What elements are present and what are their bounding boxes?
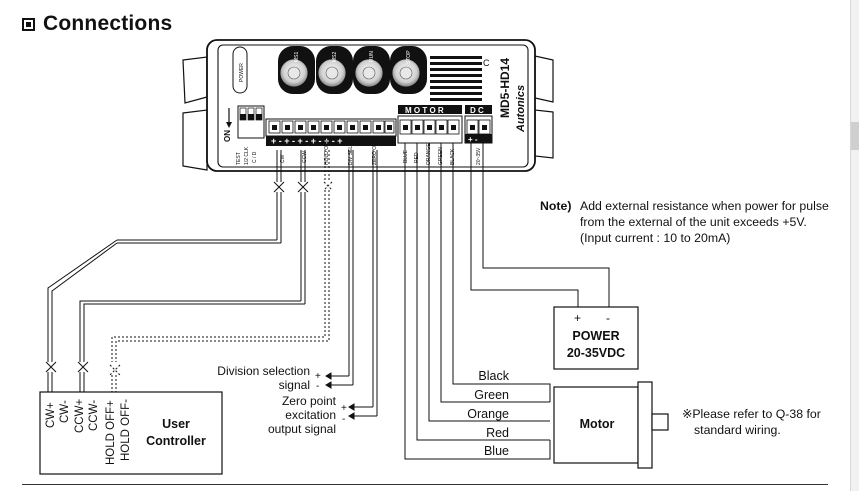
controller-terminal-ccw-minus: CCW- (88, 400, 100, 431)
power-led-label: POWER (239, 63, 245, 82)
zero-point-label: Zero point excitation output signal + - (268, 394, 347, 436)
ce-mark: C (483, 58, 490, 68)
user-controller-box: CW+ CW- CCW+ CCW- HOLD OFF+ HOLD OFF- Us… (39, 391, 223, 475)
svg-text:-: - (342, 414, 345, 425)
controller-label-line1: User (162, 417, 190, 431)
selection-signal-wires (325, 150, 378, 420)
division-selection-label: Division selection signal + - (217, 364, 321, 392)
motor-header: M O T O R (405, 106, 444, 115)
label-stripes (430, 54, 482, 104)
wire-label-green: Green (474, 388, 509, 402)
svg-text:RUN: RUN (369, 51, 375, 62)
note-line-1: Add external resistance when power for p… (580, 199, 829, 213)
power-wires (470, 143, 610, 307)
wire-label-red: Red (486, 426, 509, 440)
signal-terminal-block: + - + - + - + - + - + (265, 118, 397, 146)
svg-text:MS2: MS2 (332, 52, 338, 63)
svg-text:+: + (574, 311, 581, 325)
svg-text:+ -: + - (468, 135, 478, 144)
ref-note-line-2: standard wiring. (694, 423, 781, 437)
note-body: Add external resistance when power for p… (580, 198, 829, 246)
dip-switch[interactable] (237, 105, 265, 139)
svg-text:+: + (341, 403, 347, 414)
power-supply-box: + - POWER 20-35VDC (553, 306, 639, 370)
wire-label-blue: Blue (484, 444, 509, 458)
section-heading: Connections (22, 12, 172, 36)
power-voltage: 20-35VDC (567, 346, 625, 360)
ref-note-line-1: Please refer to Q-38 for (692, 407, 821, 421)
controller-terminal-hold-off-minus: HOLD OFF- (120, 399, 132, 461)
terminal-label-zero-out: ZERO OUT (372, 139, 378, 165)
dip-label-test: TEST (236, 152, 242, 165)
motor-wires (404, 143, 551, 460)
controller-terminal-hold-off-plus: HOLD OFF+ (105, 400, 117, 465)
terminal-label-cw: CW (280, 154, 286, 163)
svg-text:excitation: excitation (285, 408, 336, 422)
motor-box: Motor (553, 381, 669, 469)
rotary-switch-ms2[interactable]: MS2 (316, 46, 353, 94)
square-bullet-icon (22, 17, 35, 31)
bottom-divider (22, 484, 828, 485)
svg-text:signal: signal (279, 378, 310, 392)
external-resistance-note: Note) Add external resistance when power… (540, 198, 829, 245)
driver-unit: POWER MS1 MS2 RUN STOP (182, 39, 554, 172)
controller-terminal-ccw-plus: CCW+ (74, 399, 86, 433)
signal-wires (45, 150, 333, 392)
rotary-switch-run[interactable]: RUN (353, 46, 390, 94)
terminal-label-div-sel: DIV SEL (348, 146, 354, 165)
power-label: POWER (572, 329, 619, 343)
dip-label-clk: 1/2 CLK (244, 146, 250, 165)
motor-terminal-block: M O T O R (397, 105, 463, 144)
hold-off-wires (109, 150, 330, 392)
note-label: Note) (540, 199, 572, 213)
wire-label-orange: Orange (467, 407, 509, 421)
scrollbar-thumb[interactable] (851, 122, 859, 150)
standard-wiring-note: ※Please refer to Q-38 for standard wirin… (682, 406, 821, 438)
terminal-label-hold-off: HOLD OFF (324, 140, 330, 165)
svg-text:Division selection: Division selection (217, 364, 310, 378)
on-indicator: ON (223, 108, 232, 142)
svg-text:Zero point: Zero point (282, 394, 337, 408)
svg-text:STOP: STOP (406, 50, 412, 64)
reference-mark-icon: ※ (682, 407, 693, 421)
dip-label-cd: C / D (252, 151, 258, 163)
svg-text:-: - (606, 311, 610, 325)
vertical-scrollbar[interactable] (850, 0, 859, 491)
terminal-label-dc: 20~35V (476, 147, 482, 165)
svg-text:ON: ON (223, 130, 232, 142)
motor-label: Motor (580, 417, 615, 431)
section-title: Connections (43, 12, 173, 35)
dc-terminal-block: D C + - (464, 105, 493, 144)
dc-header: D C (470, 106, 484, 115)
svg-text:+ - + - + - + - + - +: + - + - + - + - + - + (271, 136, 343, 146)
controller-terminal-cw-minus: CW- (59, 400, 71, 423)
rotary-switch-stop[interactable]: STOP (390, 46, 427, 94)
terminal-label-blue: BLUE (403, 149, 409, 163)
rotary-switch-ms1[interactable]: MS1 (278, 46, 315, 94)
svg-text:+: + (315, 371, 321, 382)
note-line-2: from the external of the unit exceeds +5… (580, 215, 807, 229)
controller-terminal-cw-plus: CW+ (45, 402, 57, 428)
svg-text:output signal: output signal (268, 422, 336, 436)
wire-label-black: Black (478, 369, 509, 383)
model-label: MD5-HD14 (498, 58, 512, 118)
controller-label-line2: Controller (146, 434, 206, 448)
brand-label: Autonics (515, 85, 527, 133)
svg-text:MS1: MS1 (294, 52, 300, 63)
note-line-3: (Input current : 10 to 20mA) (580, 231, 731, 245)
svg-text:-: - (316, 381, 319, 392)
